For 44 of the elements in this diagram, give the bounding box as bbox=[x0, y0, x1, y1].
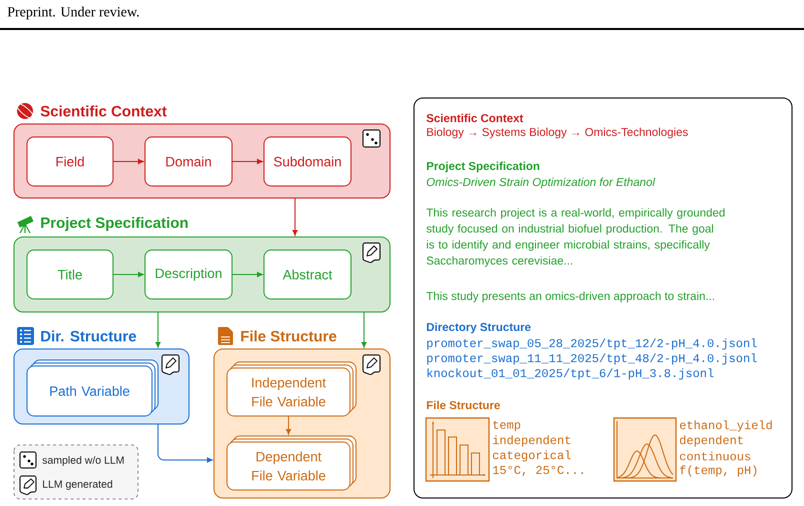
variable-attribute: independent bbox=[493, 435, 570, 447]
process-box: Description bbox=[144, 250, 232, 300]
arrow bbox=[232, 158, 263, 164]
process-box: Domain bbox=[144, 136, 232, 186]
variable-attribute: continuous bbox=[680, 452, 750, 460]
variable-attribute: categorical bbox=[492, 450, 571, 462]
hierarchy-text: Biology → Systems Biology → Omics-Technologies bbox=[427, 128, 688, 138]
variable-attribute: f(temp, pH) bbox=[680, 465, 756, 477]
arrow bbox=[155, 312, 161, 348]
variable-attribute: dependent bbox=[680, 435, 743, 447]
file-path: promoter_swap_05_28_2025/tpt_12/2-pH_4.0.jsonl bbox=[427, 338, 757, 350]
process-box: Abstract bbox=[264, 250, 352, 300]
paragraph: This study presents an omics-driven approach to strain... bbox=[426, 292, 714, 302]
group-heading: Project Specification bbox=[41, 217, 188, 231]
section-heading: Scientific Context bbox=[426, 114, 524, 122]
stacked-box: Independent File Variable bbox=[226, 362, 356, 416]
group-heading: File Structure bbox=[241, 330, 336, 342]
variable-attribute: 15°C, 25°C... bbox=[493, 466, 583, 476]
stacked-box: Path Variable bbox=[26, 360, 158, 416]
section-heading: File Structure bbox=[426, 400, 500, 410]
arrow bbox=[112, 158, 144, 164]
variable-attribute: temp bbox=[493, 420, 520, 432]
arrow bbox=[286, 416, 292, 435]
group-heading: Dir. Structure bbox=[41, 330, 136, 342]
process-box: Subdomain bbox=[264, 136, 352, 186]
process-box: Title bbox=[26, 250, 114, 300]
arrow bbox=[292, 198, 298, 236]
arrow bbox=[158, 424, 213, 463]
legend-text: LLM generated bbox=[43, 480, 112, 490]
arrow bbox=[361, 312, 367, 348]
process-box: Field bbox=[26, 136, 114, 186]
variable-attribute: ethanol_yield bbox=[680, 420, 772, 432]
stacked-box: Dependent File Variable bbox=[226, 436, 356, 490]
arrow bbox=[232, 272, 263, 278]
legend-text: sampled w/o LLM bbox=[42, 456, 124, 466]
header-text: Preprint. Under review. bbox=[8, 6, 139, 20]
paragraph: This research project is a real-world, empirically grounded study focused on industrial biofuel production. The goal is to identify and engineer microbial strains, specifically Saccharomyces cerevisiae... bbox=[426, 208, 724, 267]
project-title: Omics-Driven Strain Optimization for Ethanol bbox=[426, 178, 656, 188]
arrow bbox=[112, 272, 144, 278]
group-heading: Scientific Context bbox=[40, 106, 167, 116]
section-heading: Directory Structure bbox=[426, 322, 531, 334]
file-path: knockout_01_01_2025/tpt_6/1-pH_3.8.jsonl bbox=[428, 368, 714, 380]
file-path: promoter_swap_11_11_2025/tpt_48/2-pH_4.0.jsonl bbox=[427, 353, 757, 365]
section-heading: Project Specification bbox=[426, 162, 540, 172]
